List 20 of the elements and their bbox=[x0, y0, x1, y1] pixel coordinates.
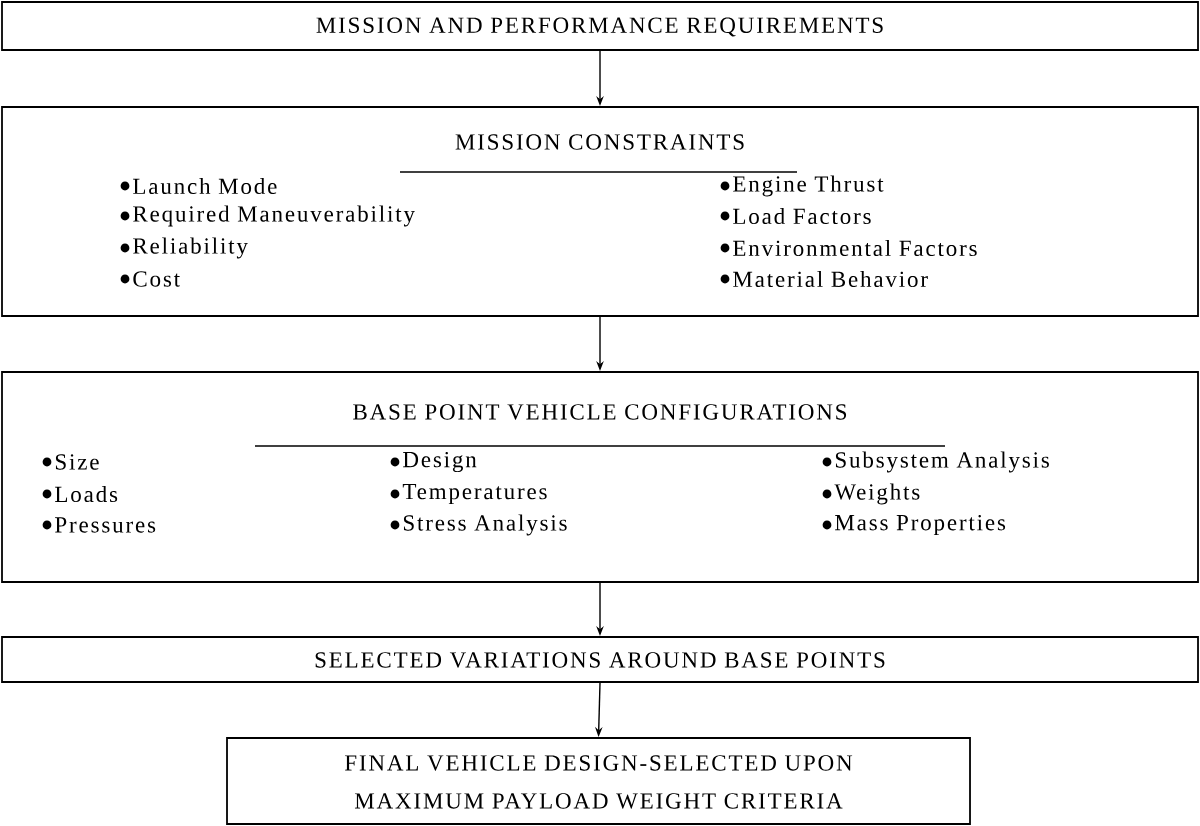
list-item: Required Maneuverability bbox=[133, 205, 415, 227]
list-item: Reliability bbox=[133, 237, 248, 259]
list-item: Load Factors bbox=[733, 207, 871, 225]
list-item: Mass Properties bbox=[835, 514, 1006, 536]
list-item: Stress Analysis bbox=[403, 514, 567, 536]
list-item: Temperatures bbox=[402, 484, 547, 504]
list-item: Pressures bbox=[55, 517, 156, 533]
list-item: Environmental Factors bbox=[733, 239, 977, 257]
process-box: MISSION AND PERFORMANCE REQUIREMENTS bbox=[1, 1, 1199, 51]
list-item: Design bbox=[403, 451, 477, 473]
list-item: Subsystem Analysis bbox=[835, 451, 1049, 473]
list-item: Loads bbox=[55, 485, 118, 503]
list-item: Size bbox=[55, 454, 99, 470]
process-box: FINAL VEHICLE DESIGN-SELECTED UPON MAXIMUM PAYLOAD WEIGHT CRITERIA bbox=[226, 737, 971, 825]
list-item: Launch Mode bbox=[133, 177, 277, 195]
list-item: Material Behavior bbox=[733, 270, 928, 288]
process-box: SELECTED VARIATIONS AROUND BASE POINTS bbox=[1, 636, 1199, 683]
list-item: Engine Thrust bbox=[733, 175, 884, 197]
list-item: Cost bbox=[133, 271, 180, 287]
list-item: Weights bbox=[834, 483, 920, 505]
